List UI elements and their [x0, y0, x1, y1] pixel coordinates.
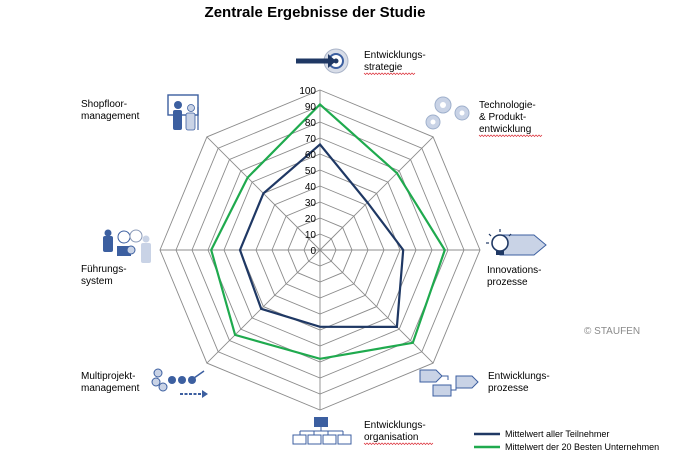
tick-label: 40	[305, 182, 317, 193]
tick-label: 20	[305, 214, 317, 225]
tick-label: 100	[299, 86, 316, 97]
tick-label: 10	[305, 230, 317, 241]
category-label: Entwicklungs-prozesse	[488, 371, 550, 394]
spellcheck-underline	[478, 134, 543, 137]
lightbulb-arrow-icon	[486, 229, 547, 256]
series-line	[238, 142, 405, 329]
category-label: Innovations-prozesse	[487, 265, 541, 288]
radar-series	[210, 102, 447, 360]
tick-label: 80	[305, 118, 317, 129]
tick-label: 90	[305, 102, 317, 113]
process-flow-icon	[419, 369, 479, 397]
spellcheck-underline	[363, 72, 416, 75]
grid-spoke	[319, 136, 434, 251]
leadership-people-icon	[103, 229, 151, 263]
tick-label: 60	[305, 150, 317, 161]
tick-label: 30	[305, 198, 317, 209]
grid-spoke	[206, 249, 321, 364]
tick-label: 50	[305, 166, 317, 177]
category-label: Multiprojekt-management	[81, 371, 140, 394]
multiproject-icon	[151, 368, 208, 398]
legend-label: Mittelwert aller Teilnehmer	[505, 429, 609, 439]
spellcheck-underline	[363, 442, 434, 445]
shopfloor-board-icon	[167, 94, 199, 131]
grid-spoke	[319, 249, 434, 364]
tick-label: 70	[305, 134, 317, 145]
category-label: Technologie-& Produkt-entwicklung	[479, 100, 536, 135]
category-label: Entwicklungs-strategie	[364, 50, 426, 73]
chart-title: Zentrale Ergebnisse der Studie	[205, 4, 426, 21]
category-label: Shopfloor-management	[81, 99, 140, 122]
radar-grid	[159, 89, 481, 411]
series-line	[210, 102, 447, 360]
org-chart-icon	[292, 417, 352, 445]
category-label: Führungs-system	[81, 264, 127, 287]
copyright: © STAUFEN	[584, 326, 640, 337]
gears-icon	[425, 96, 470, 130]
legend-label: Mittelwert der 20 Besten Unternehmen	[505, 442, 659, 452]
radial-axis-ticks: 0 10 20 30 40 50 60 70 80 90 100	[299, 86, 316, 257]
category-label: Entwicklungs-organisation	[364, 420, 426, 443]
tick-label: 0	[310, 246, 316, 257]
strategy-target-icon	[296, 48, 349, 74]
